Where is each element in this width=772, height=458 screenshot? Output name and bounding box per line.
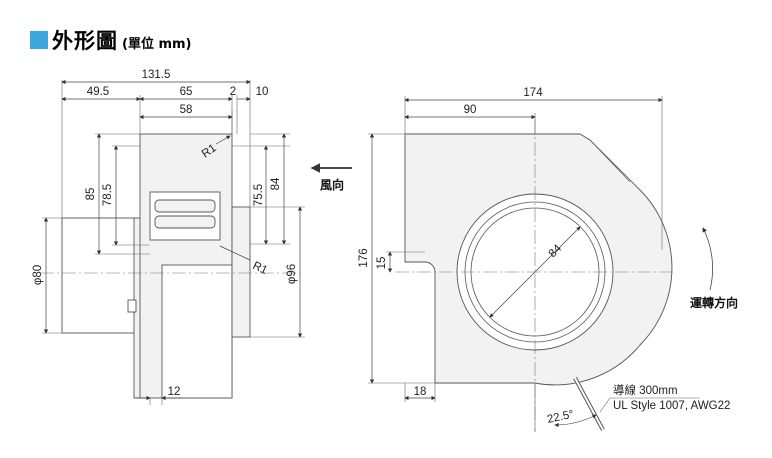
housing-edge-line <box>589 139 631 183</box>
vent-slot-1 <box>154 199 216 213</box>
dim-bottom-width: 12 <box>168 386 181 398</box>
dim-flange-depth: 10 <box>256 86 269 98</box>
vent-slot-2 <box>154 215 216 229</box>
title-unit-text: (單位 mm) <box>122 36 192 52</box>
lead-angle-arc <box>554 414 597 428</box>
dim-body-width: 65 <box>180 86 193 98</box>
side-motor-lower <box>161 264 233 399</box>
dim-front-overall-height: 176 <box>358 248 370 267</box>
side-view: 131.5 49.5 65 2 10 58 85 78.5 φ80 75.5 <box>32 69 352 405</box>
dim-front-overall-width: 174 <box>523 87 543 99</box>
lead-wire-spec: UL Style 1007, AWG22 <box>613 400 730 412</box>
rotation-label: 運轉方向 <box>690 295 738 310</box>
side-mount-tab <box>127 299 137 313</box>
lead-wire-length: 導線 300mm <box>613 383 678 397</box>
airflow-label: 風向 <box>320 177 344 192</box>
page-title: 外形圖 (單位 mm) <box>30 28 192 53</box>
title-main-text: 外形圖 <box>52 29 118 53</box>
dim-body-dia: φ96 <box>286 264 298 284</box>
dim-overall-width: 131.5 <box>142 69 171 81</box>
dim-flange-gap: 2 <box>230 86 236 98</box>
dim-outlet-offset: 15 <box>376 257 388 270</box>
dim-inner-width: 58 <box>180 104 193 116</box>
dim-right-height: 75.5 <box>253 184 265 206</box>
side-flange <box>231 206 251 338</box>
title-marker-icon <box>30 31 48 49</box>
dim-radius-bottom: R1 <box>251 260 269 277</box>
dim-bottom-offset: 18 <box>414 386 427 398</box>
dim-inlet-section: 49.5 <box>87 86 109 98</box>
dim-outer-height: 85 <box>85 188 97 201</box>
dim-lead-angle: 22.5° <box>546 409 575 426</box>
dim-inlet-dia: φ80 <box>32 265 44 285</box>
dim-outlet-height: 84 <box>270 177 282 190</box>
rotation-arrow-icon <box>702 227 714 291</box>
front-view: 84 174 90 176 15 18 運轉方向 22.5° 導線 30 <box>358 87 738 432</box>
dim-inner-height: 78.5 <box>102 184 114 206</box>
dim-front-half-width: 90 <box>464 104 477 116</box>
